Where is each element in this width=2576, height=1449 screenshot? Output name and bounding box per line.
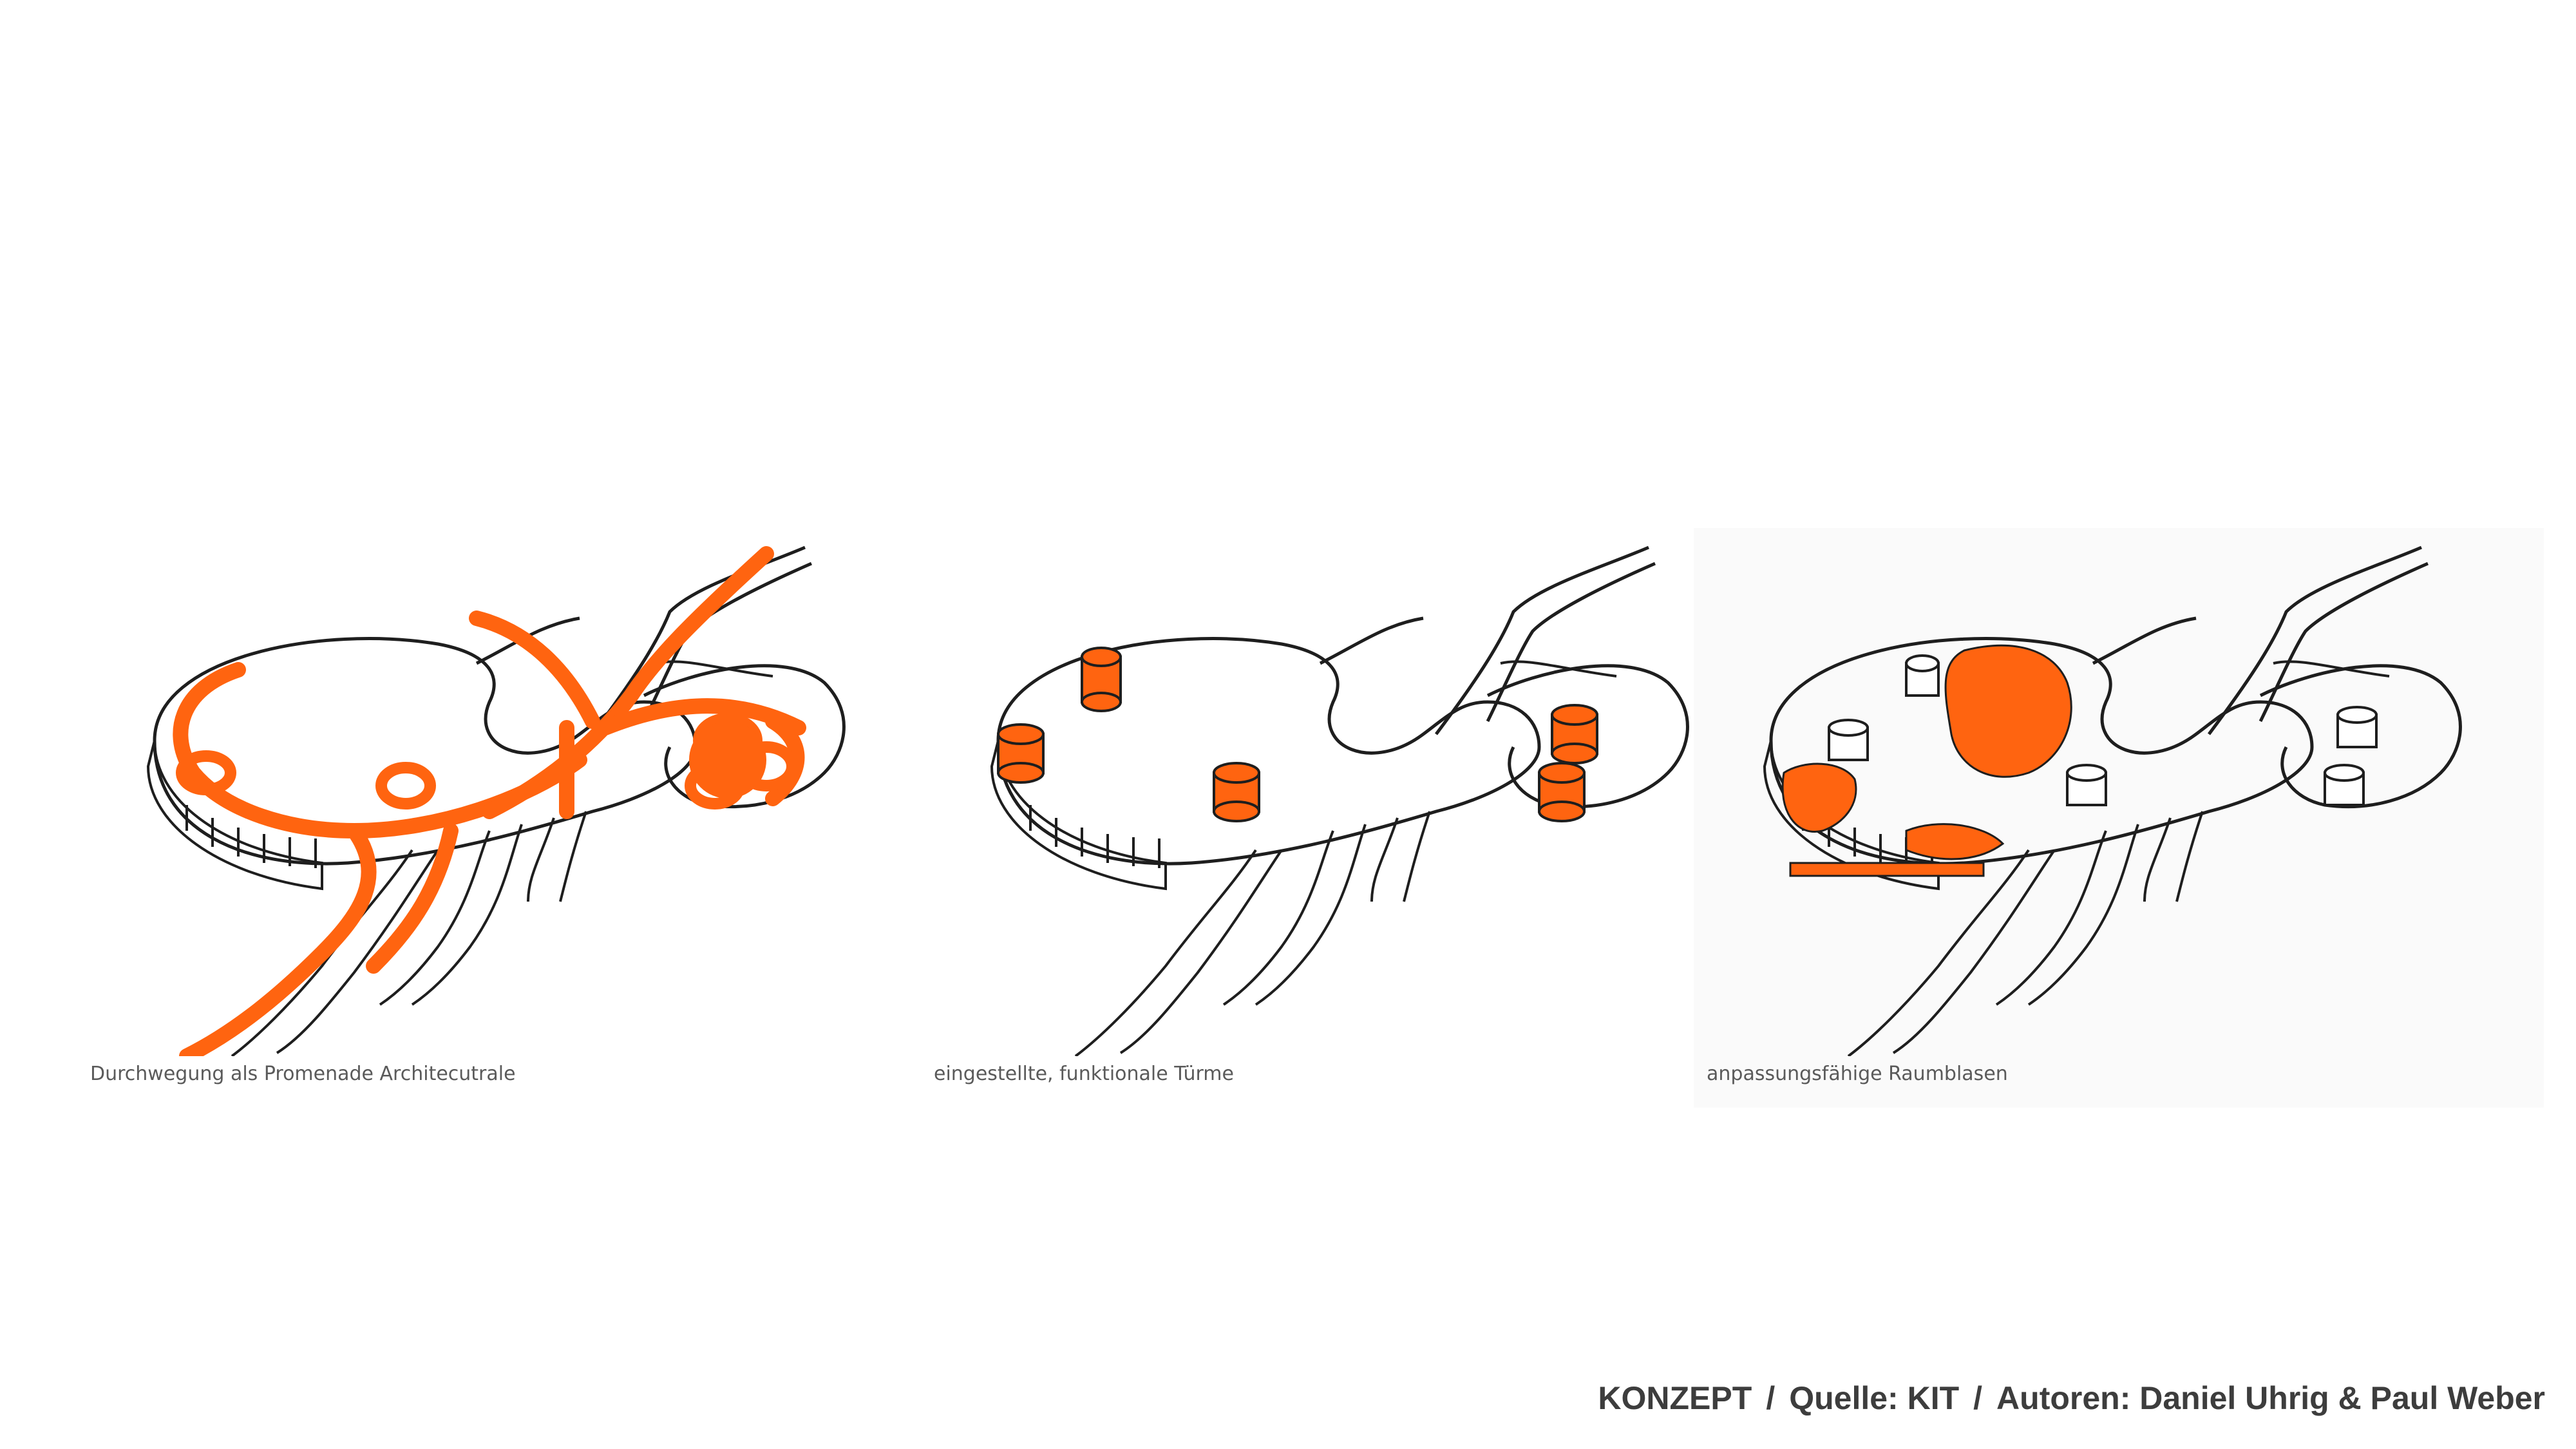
panel-caption: Durchwegung als Promenade Architecutrale [90,1063,516,1085]
towers-diagram [921,528,1771,1056]
route-hub [689,721,766,799]
bubbles-diagram [1694,528,2544,1056]
footer-separator: / [1973,1379,1982,1417]
tower [1214,763,1259,821]
diagram-panel-bubbles: anpassungsfähige Raumblasen [1694,528,2544,1108]
tower [1082,648,1121,711]
tower [998,724,1043,782]
panel-caption: anpassungsfähige Raumblasen [1707,1063,2008,1085]
diagram-panel-towers: eingestellte, funktionale Türme [921,528,1771,1108]
routes-diagram [77,528,927,1056]
space-bubbles [1783,645,2363,876]
diagram-panel-routes: Durchwegung als Promenade Architecutrale [77,528,927,1108]
panel-caption: eingestellte, funktionale Türme [934,1063,1234,1085]
tower [1552,705,1597,763]
footer-authors: Autoren: Daniel Uhrig & Paul Weber [1996,1379,2545,1417]
credits-footer: KONZEPT / Quelle: KIT / Autoren: Daniel Uhri… [1598,1379,2545,1417]
tower [1539,763,1584,821]
footer-source: Quelle: KIT [1789,1379,1959,1417]
footer-label: KONZEPT [1598,1379,1752,1417]
functional-towers [998,648,1597,821]
footer-separator: / [1766,1379,1775,1417]
